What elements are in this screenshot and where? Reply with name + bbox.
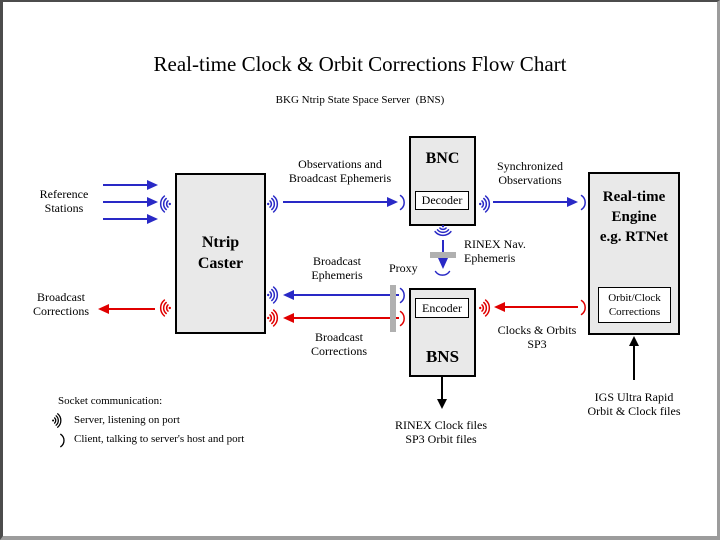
bnc-node: BNC Decoder <box>409 136 476 226</box>
text-line: Corrections <box>33 304 89 319</box>
text-line: IGS Ultra Rapid <box>594 390 674 404</box>
text-line: e.g. RTNet <box>599 228 669 245</box>
legend-server-text: Server, listening on port <box>74 414 180 426</box>
orbit-clock-corrections-box: Orbit/Clock Corrections <box>598 287 671 323</box>
engine-to-bns-arrowhead <box>494 302 505 312</box>
ref-station-arrow-line-2 <box>103 201 147 203</box>
bnc-to-engine-arrow-line <box>493 201 567 203</box>
text-line: RINEX Clock files <box>395 418 487 432</box>
bns-to-caster-red-arrow-line <box>294 317 399 319</box>
caster-corrections-server-socket-icon <box>267 309 279 327</box>
broadcast-corrections-arrowhead <box>98 304 109 314</box>
text-line: Ephemeris <box>464 251 516 266</box>
label-broadcast-ephemeris-mid: Broadcast Ephemeris <box>297 254 377 282</box>
text-line: Corrections <box>608 306 661 318</box>
label-rinex-nav-ephemeris: RINEX Nav. Ephemeris <box>464 237 548 265</box>
realtime-engine-node: Real-time Engine e.g. RTNet Orbit/Clock … <box>588 172 680 335</box>
ntrip-caster-node: Ntrip Caster <box>175 173 266 334</box>
proxy-bar-horizontal <box>430 252 456 258</box>
text-line: Broadcast <box>315 330 363 344</box>
text-line: Synchronized <box>497 159 563 173</box>
text-line: Engine <box>611 208 657 225</box>
bnc-title: BNC <box>425 150 460 167</box>
ref-station-arrow-line-3 <box>103 218 147 220</box>
text-line: Clocks & Orbits <box>497 323 577 337</box>
caster-observations-server-socket-icon <box>267 195 279 213</box>
bnc-client-socket-icon <box>399 194 405 211</box>
bns-ephemeris-client-socket-icon <box>399 287 405 304</box>
igs-input-arrowhead <box>629 336 639 346</box>
bns-top-client-socket-icon <box>434 270 451 276</box>
bnc-to-bns-arrowhead <box>438 258 448 269</box>
text-line: Broadcast <box>37 290 85 304</box>
text-line: Reference <box>39 187 89 201</box>
text-line: Observations <box>498 173 562 188</box>
text-line: Stations <box>44 201 84 216</box>
legend-heading: Socket communication: <box>58 395 163 407</box>
caster-corrections-out-server-socket-icon <box>159 299 171 317</box>
label-broadcast-corrections-mid: Broadcast Corrections <box>298 330 380 358</box>
bns-to-caster-blue-arrow-line <box>294 294 399 296</box>
ref-station-arrowhead-1 <box>147 180 158 190</box>
bnc-to-engine-arrowhead <box>567 197 578 207</box>
bns-output-arrow-line <box>441 377 443 400</box>
legend-server-socket-icon <box>52 413 62 428</box>
text-line: SP3 <box>527 337 547 352</box>
legend-client-text: Client, talking to server's host and por… <box>74 433 245 445</box>
page-subtitle: BKG Ntrip State Space Server (BNS) <box>275 94 445 106</box>
ref-station-arrow-line-1 <box>103 184 147 186</box>
ref-station-arrowhead-2 <box>147 197 158 207</box>
bns-node: Encoder BNS <box>409 288 476 377</box>
label-reference-stations: Reference Stations <box>14 187 114 215</box>
bnc-server-socket-icon <box>479 195 491 213</box>
engine-observations-client-socket-icon <box>580 194 586 211</box>
igs-input-arrow-line <box>633 346 635 380</box>
text-line: Broadcast Ephemeris <box>288 171 392 186</box>
bns-corrections-client-socket-icon <box>399 310 405 327</box>
text-line: SP3 Orbit files <box>405 432 477 447</box>
text-line: Corrections <box>311 344 367 359</box>
legend-client-socket-icon <box>60 433 65 448</box>
text-line: Ephemeris <box>311 268 363 283</box>
decoder-box: Decoder <box>415 191 469 210</box>
text-line: Orbit & Clock files <box>587 404 681 419</box>
bns-title: BNS <box>425 347 460 366</box>
text-line: Observations and <box>298 157 382 171</box>
caster-to-bnc-arrowhead <box>387 197 398 207</box>
label-observations: Observations and Broadcast Ephemeris <box>279 157 401 185</box>
caster-ephemeris-server-socket-icon <box>267 286 279 304</box>
bnc-to-bns-arrow-line <box>442 240 444 258</box>
text-line: Ntrip <box>201 233 240 251</box>
caster-to-bnc-arrow-line <box>283 201 387 203</box>
page-title: Real-time Clock & Orbit Corrections Flow… <box>153 52 567 76</box>
bns-to-caster-red-arrowhead <box>283 313 294 323</box>
bns-server-socket-icon <box>479 299 491 317</box>
text-line: Broadcast <box>313 254 361 268</box>
label-igs-ultra-rapid: IGS Ultra Rapid Orbit & Clock files <box>577 390 691 418</box>
label-proxy: Proxy <box>389 261 418 275</box>
bns-output-arrowhead <box>437 399 447 409</box>
bns-to-caster-blue-arrowhead <box>283 290 294 300</box>
label-synchronized-observations: Synchronized Observations <box>485 159 575 187</box>
broadcast-corrections-arrow-line <box>109 308 155 310</box>
proxy-bar-vertical <box>390 285 396 332</box>
encoder-box: Encoder <box>415 298 469 318</box>
text-line: RINEX Nav. <box>464 237 526 251</box>
text-line: Caster <box>197 254 244 272</box>
engine-to-bns-arrow-line <box>505 306 578 308</box>
label-clocks-orbits-sp3: Clocks & Orbits SP3 <box>489 323 585 351</box>
caster-observations-in-server-socket-icon <box>159 195 171 213</box>
ref-station-arrowhead-3 <box>147 214 158 224</box>
label-rinex-clock-files: RINEX Clock files SP3 Orbit files <box>385 418 497 446</box>
text-line: Real-time <box>602 189 666 205</box>
bnc-bottom-server-socket-icon <box>434 225 452 237</box>
engine-corrections-client-socket-icon <box>580 299 586 316</box>
text-line: Orbit/Clock <box>608 291 661 304</box>
label-broadcast-corrections-left: Broadcast Corrections <box>11 290 111 318</box>
